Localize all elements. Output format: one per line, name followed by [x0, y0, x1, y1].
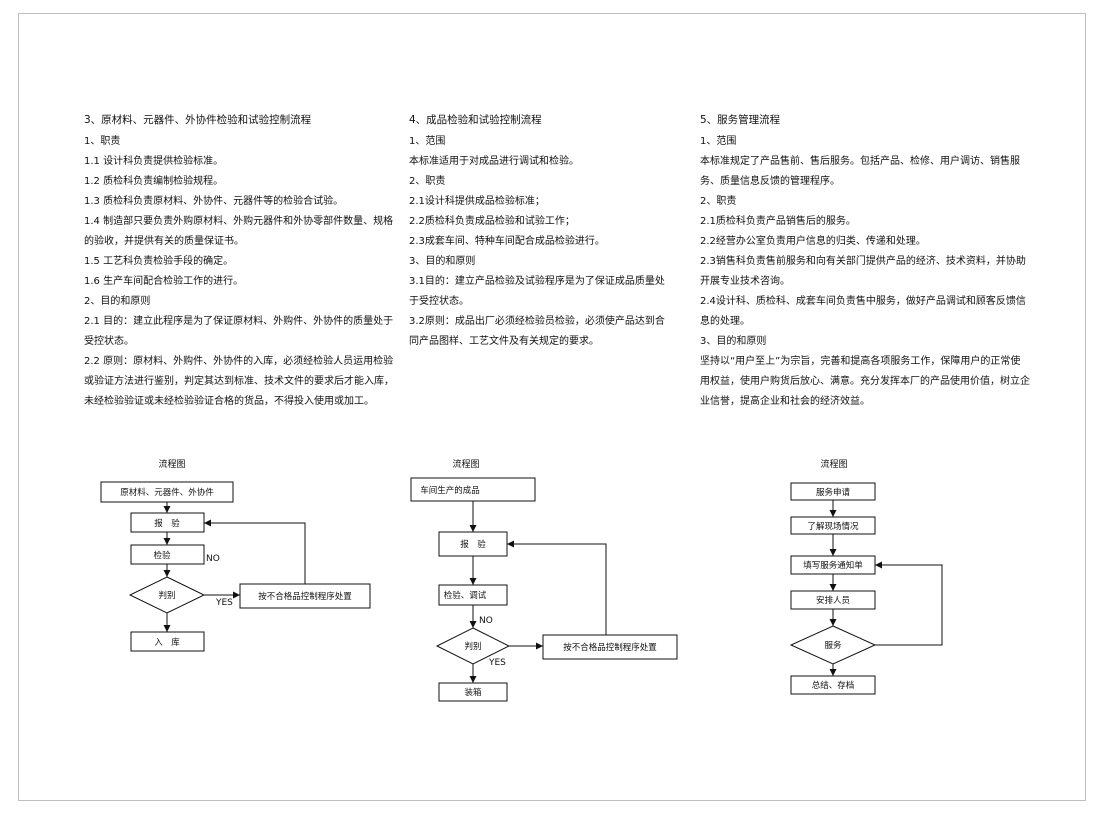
box-understand-label: 了解现场情况	[807, 521, 859, 532]
decision-label: 判别	[464, 641, 481, 652]
box-report-label: 报 验	[154, 518, 180, 529]
page-frame	[18, 13, 1086, 801]
text-line: 3.2原则：成品出厂必须经检验员检验，必须使产品达到合同产品图样、工艺文件及有关…	[409, 316, 665, 347]
label-yes: YES	[215, 598, 233, 608]
text-line: 2.3成套车间、特种车间配合成品检验进行。	[409, 236, 605, 247]
text-line: 1、职责	[84, 136, 121, 147]
text-line: 2、职责	[700, 196, 737, 207]
text-line: 2.1 目的：建立此程序是为了保证原材料、外购件、外协件的质量处于受控状态。	[84, 316, 394, 347]
feedback-arrow	[204, 519, 306, 584]
flowchart-caption: 流程图	[158, 458, 185, 470]
text-line: 2.4设计科、质检科、成套车间负责售中服务，做好产品调试和顾客反馈信息的处理。	[700, 296, 1026, 327]
feedback-arrow	[507, 540, 607, 635]
text-line: 1.6 生产车间配合检验工作的进行。	[84, 276, 244, 287]
box-pack-label: 装箱	[464, 687, 482, 698]
text-line: 1.2 质检科负责编制检验规程。	[84, 176, 224, 187]
text-line: 2.2质检科负责成品检验和试验工作；	[409, 216, 575, 227]
box-nonconforming	[542, 634, 678, 660]
text-line: 2、职责	[409, 176, 446, 187]
box-products-label: 车间生产的成品	[420, 485, 480, 496]
text-line: 1.4 制造部只要负责外购原材料、外购元器件和外协零部件数量、规格的验收，并提供…	[84, 216, 394, 247]
text-line: 坚持以“用户至上”为宗旨，完善和提高各项服务工作，保障用户的正常使用权益，使用户…	[700, 356, 1030, 407]
text-line: 2.3销售科负责售前服务和向有关部门提供产品的经济、技术资料，并协助开展专业技术…	[700, 256, 1026, 287]
text-line: 1、范围	[409, 136, 446, 147]
flowchart-caption: 流程图	[820, 458, 847, 470]
section-service-management: 5、服务管理流程 1、范围 本标准规定了产品售前、售后服务。包括产品、检修、用户…	[700, 110, 1030, 412]
text-line: 本标准适用于对成品进行调试和检验。	[409, 156, 579, 167]
flowchart-service: 流程图 服务申请 了解现场情况 填写服务通知单 安排人员 服务 总结、存档	[789, 458, 943, 695]
box-archive	[790, 675, 876, 695]
label-no: NO	[479, 616, 493, 626]
section-product-inspection: 4、成品检验和试验控制流程 1、范围 本标准适用于对成品进行调试和检验。 2、职…	[409, 110, 669, 352]
text-line: 1、范围	[700, 136, 737, 147]
section-title: 5、服务管理流程	[700, 114, 781, 126]
text-line: 本标准规定了产品售前、售后服务。包括产品、检修、用户调访、销售服务、质量信息反馈…	[700, 156, 1020, 187]
text-line: 3、目的和原则	[409, 256, 476, 267]
section-title: 4、成品检验和试验控制流程	[409, 114, 542, 126]
box-inspect-label: 检验、调试	[444, 590, 487, 601]
text-line: 2.1质检科负责产品销售后的服务。	[700, 216, 856, 227]
text-line: 3.1目的：建立产品检验及试验程序是为了保证成品质量处于受控状态。	[409, 276, 665, 307]
flowchart-raw-materials: 流程图 原材料、元器件、外协件 报 验 检验 NO 判别 YES 按不合格品控制…	[100, 458, 371, 652]
text-line: 1.5 工艺科负责检验手段的确定。	[84, 256, 234, 267]
box-materials-label: 原材料、元器件、外协件	[120, 487, 214, 498]
box-archive-label: 总结、存档	[812, 680, 855, 691]
section-title: 3、原材料、元器件、外协件检验和试验控制流程	[84, 114, 312, 126]
flowchart-finished-products: 流程图 车间生产的成品 报 验 检验、调试 NO 判别 YES 按不合格品控制程…	[410, 458, 678, 702]
text-line: 3、目的和原则	[700, 336, 767, 347]
text-line: 1.3 质检科负责原材料、外协件、元器件等的检验合试验。	[84, 196, 344, 207]
text-line: 2.1设计科提供成品检验标准；	[409, 196, 545, 207]
decision-label: 服务	[824, 640, 842, 651]
box-report	[438, 531, 508, 557]
box-report-label: 报 验	[460, 539, 486, 550]
box-nonconforming-label: 按不合格品控制程序处置	[563, 642, 657, 653]
text-line: 2、目的和原则	[84, 296, 151, 307]
box-store	[130, 631, 205, 652]
label-no: NO	[206, 554, 220, 564]
section-raw-material-inspection: 3、原材料、元器件、外协件检验和试验控制流程 1、职责 1.1 设计科负责提供检…	[84, 110, 394, 412]
label-yes: YES	[488, 658, 506, 668]
text-line: 2.2经营办公室负责用户信息的归类、传递和处理。	[700, 236, 926, 247]
box-pack	[438, 682, 508, 702]
box-service-request-label: 服务申请	[816, 487, 851, 498]
feedback-arrow	[875, 561, 943, 646]
box-nonconforming-label: 按不合格品控制程序处置	[258, 591, 352, 602]
box-store-label: 入 库	[154, 637, 180, 648]
flowchart-caption: 流程图	[452, 458, 479, 470]
box-inspect-label: 检验	[153, 550, 171, 561]
box-assign-label: 安排人员	[816, 595, 850, 606]
box-notice-label: 填写服务通知单	[803, 560, 863, 571]
decision-label: 判别	[158, 590, 175, 601]
text-line: 2.2 原则：原材料、外购件、外协件的入库，必须经检验人员运用检验或验证方法进行…	[84, 356, 394, 407]
text-line: 1.1 设计科负责提供检验标准。	[84, 156, 224, 167]
